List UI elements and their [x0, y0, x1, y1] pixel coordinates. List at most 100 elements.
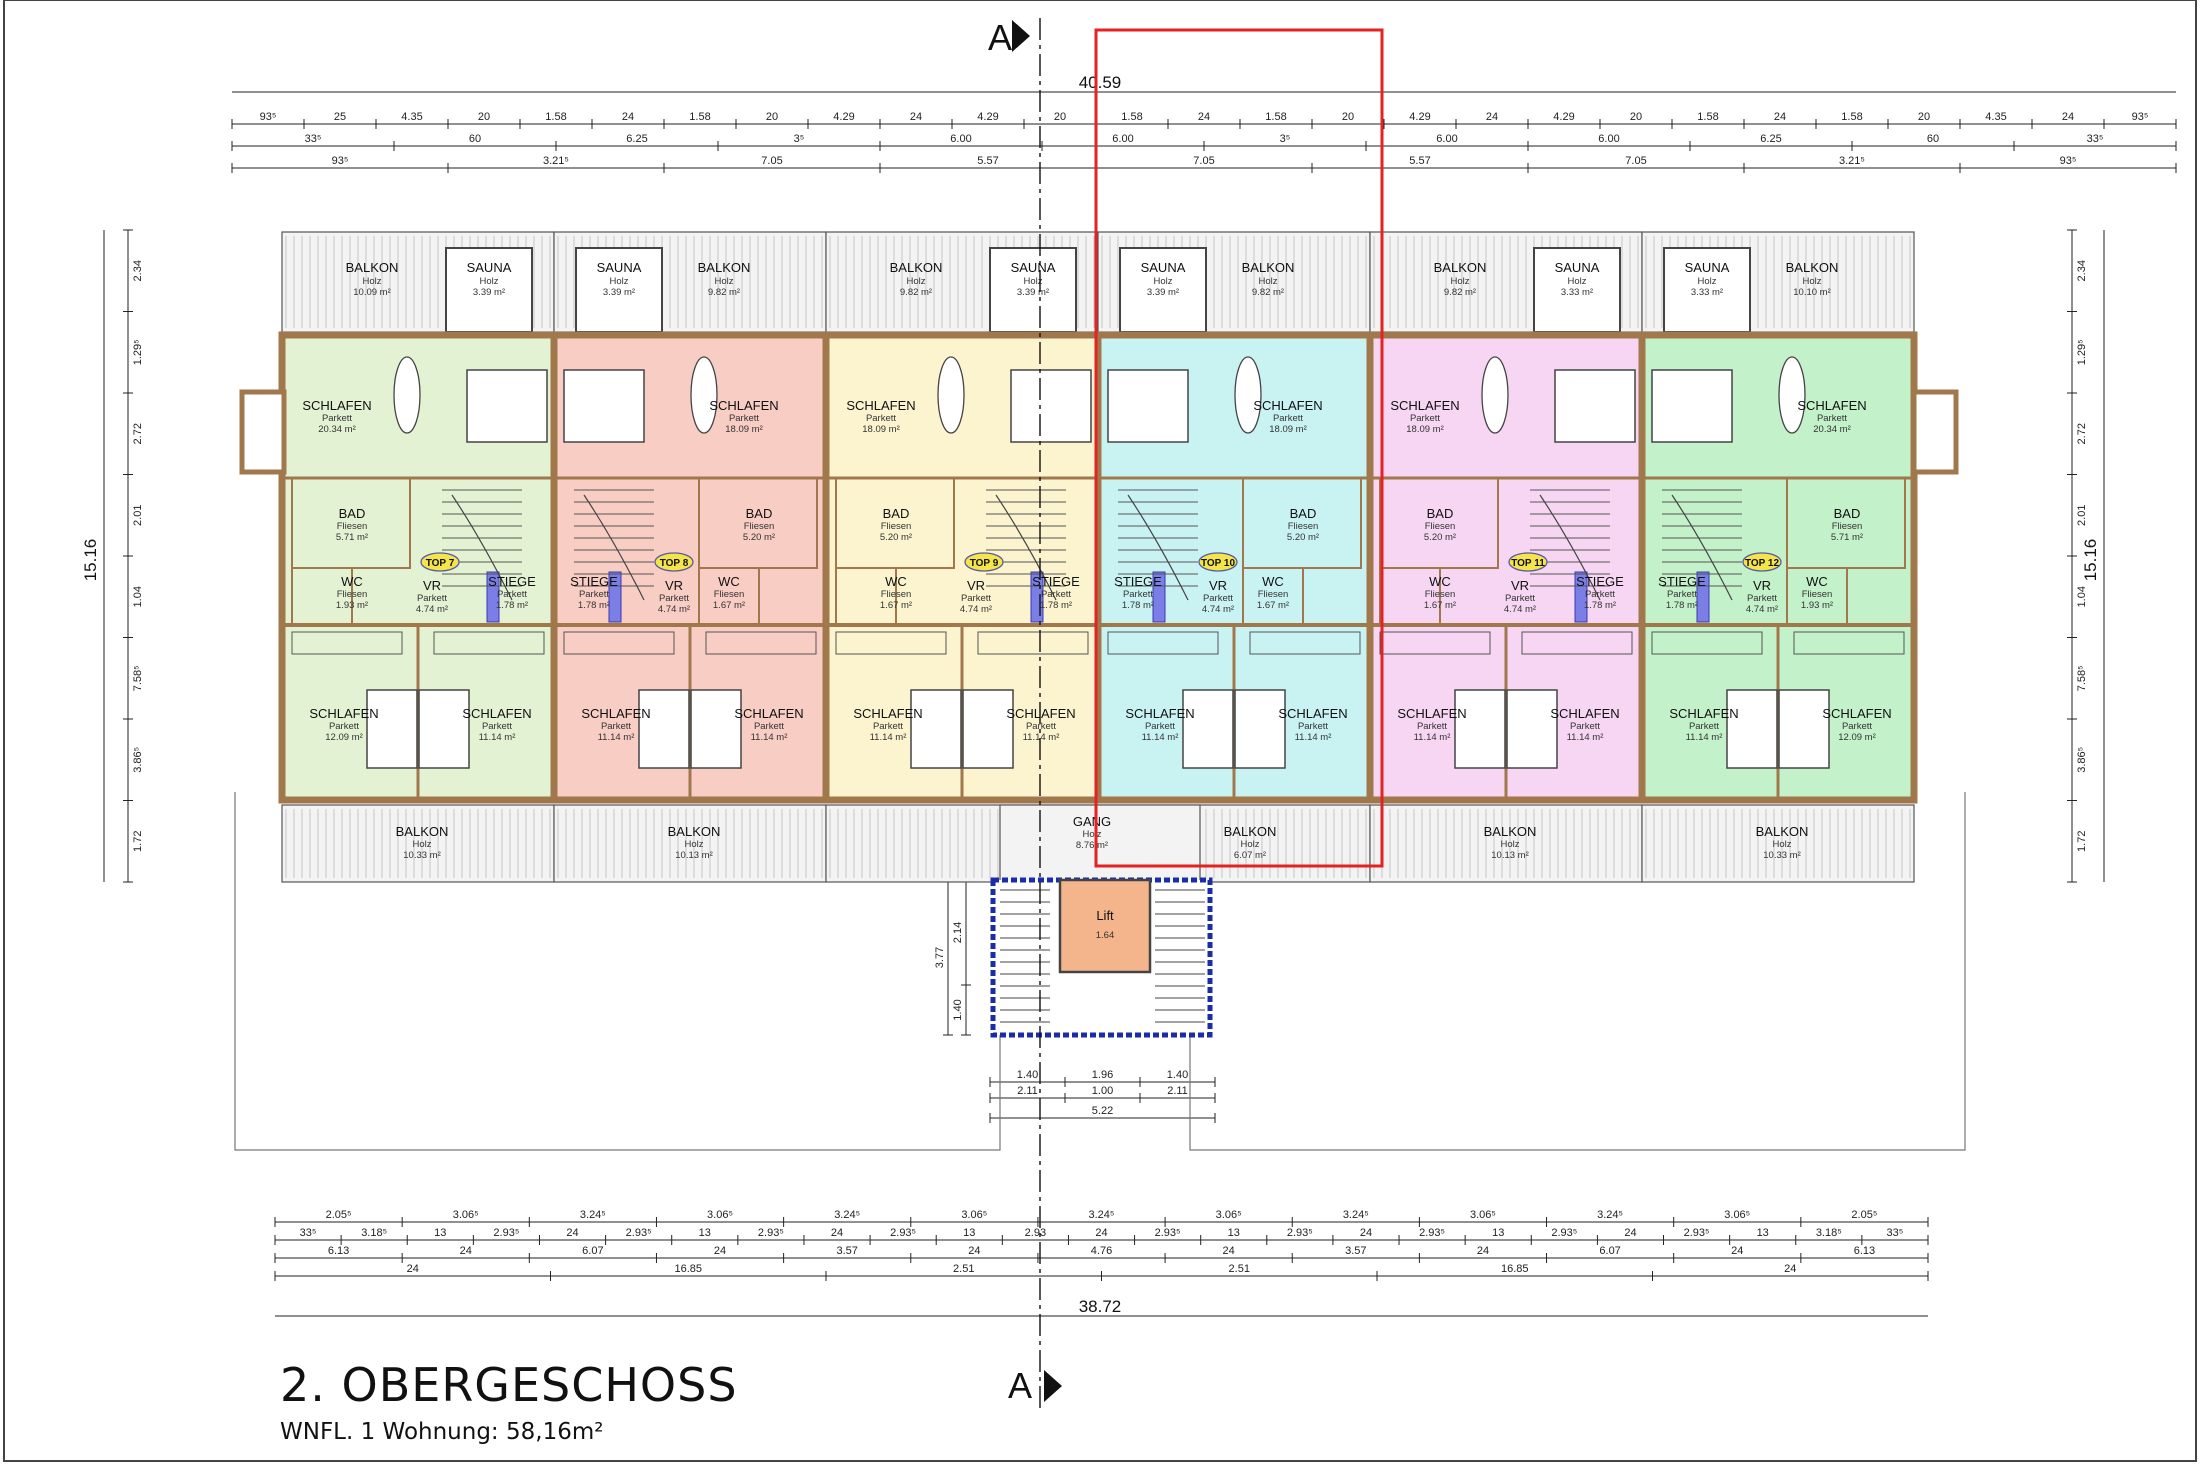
dim-stair-row2-label: 2.11: [1017, 1085, 1038, 1097]
dim-top-row1-label: 93⁵: [2132, 111, 2149, 123]
sauna-box: [445, 247, 533, 333]
dim-top-row1-label: 1.58: [1121, 111, 1142, 123]
dim-bottom-row2-label: 24: [1095, 1227, 1107, 1239]
dim-bottom-row1-label: 3.24⁵: [1343, 1209, 1369, 1221]
sauna-label: SAUNA: [1685, 260, 1730, 275]
dim-left-label: 1.04: [132, 586, 144, 607]
floor-title: 2. OBERGESCHOSS: [280, 1358, 738, 1412]
wc-walls: [835, 567, 897, 626]
stair-arrow: [1671, 494, 1733, 601]
bedroom-left-area: 12.09 m²: [325, 732, 363, 743]
dim-top-row1-label: 4.35: [401, 111, 422, 123]
bedroom-right-area: 12.09 m²: [1838, 732, 1876, 743]
bedroom-right-area: 11.14 m²: [1567, 732, 1604, 743]
hallway-material: Parkett: [961, 593, 991, 604]
balcony-top-material: Holz: [1450, 276, 1469, 287]
wardrobe: [1793, 631, 1905, 655]
bed: [1454, 689, 1506, 769]
hallway-area: 4.74 m²: [658, 604, 690, 615]
wardrobe: [1651, 631, 1763, 655]
bedroom-right-label: SCHLAFEN: [1822, 706, 1891, 721]
balcony-top-label: BALKON: [698, 260, 751, 275]
dim-top-row1-label: 20: [766, 111, 778, 123]
wc-label: WC: [885, 574, 907, 589]
dim-bottom-row3-label: 6.13: [1854, 1245, 1875, 1257]
top-badge: [654, 552, 694, 572]
sauna-label: SAUNA: [1141, 260, 1186, 275]
stair-room-area: 1.78 m²: [1040, 600, 1072, 611]
bathroom-area: 5.71 m²: [336, 532, 368, 543]
wc-label: WC: [1806, 574, 1828, 589]
section-arrow-bottom: [1044, 1370, 1062, 1402]
dim-bottom-row1-label: 3.06⁵: [707, 1209, 733, 1221]
bathroom-label: BAD: [339, 506, 366, 521]
dim-top-row3-label: 93⁵: [332, 155, 349, 167]
top-badge-label: TOP 11: [1511, 558, 1545, 569]
sauna-box: [1119, 247, 1207, 333]
wc-label: WC: [341, 574, 363, 589]
dim-right-label: 1.04: [2076, 586, 2088, 607]
dim-top-row1-label: 1.58: [1841, 111, 1862, 123]
stair-room-material: Parkett: [497, 589, 527, 600]
bed: [1506, 689, 1558, 769]
blue-partition: [486, 571, 500, 623]
dim-stair-left3-label: 1.40: [952, 999, 964, 1020]
dim-top-row3-label: 7.05: [1625, 155, 1646, 167]
wardrobe: [1379, 631, 1491, 655]
dim-bottom-row2-label: 3.18⁵: [1816, 1227, 1842, 1239]
dim-bottom-row3-label: 24: [1223, 1245, 1235, 1257]
bathroom-material: Fliesen: [881, 521, 912, 532]
dim-bottom-row2-label: 2.93⁵: [890, 1227, 916, 1239]
balcony-bottom-area: 10.13 m²: [1491, 850, 1529, 861]
dim-bottom-row3-label: 6.13: [328, 1245, 349, 1257]
hallway-material: Parkett: [1505, 593, 1535, 604]
wc-area: 1.93 m²: [336, 600, 368, 611]
dim-left-label: 1.72: [132, 831, 144, 852]
bed: [1010, 369, 1092, 443]
dim-bottom-row3-label: 24: [1731, 1245, 1743, 1257]
internal-stair: [574, 489, 654, 601]
dim-bottom-row3-label: 3.57: [1345, 1245, 1366, 1257]
dim-top-row1-label: 25: [334, 111, 346, 123]
wardrobe: [291, 631, 403, 655]
dim-bottom-row3-label: 24: [460, 1245, 472, 1257]
bedroom-main-label: SCHLAFEN: [1253, 398, 1322, 413]
lift-shaft: [1058, 878, 1152, 974]
section-arrow-top: [1012, 20, 1030, 52]
dim-bottom-row1-label: 3.24⁵: [580, 1209, 606, 1221]
bathroom-area: 5.20 m²: [1287, 532, 1319, 543]
balcony-bottom-label: BALKON: [1484, 824, 1537, 839]
sauna-label: SAUNA: [1011, 260, 1056, 275]
top-badge-label: TOP 7: [426, 558, 455, 569]
balcony-top-material: Holz: [362, 276, 381, 287]
dim-right-overall-label: 15.16: [2081, 539, 2100, 582]
blue-partition: [1696, 571, 1710, 623]
stair-room-area: 1.78 m²: [1122, 600, 1154, 611]
dim-top-row3-label: 3.21⁵: [543, 155, 569, 167]
dim-bottom-row3-label: 24: [968, 1245, 980, 1257]
dim-right-label: 3.86⁵: [2076, 747, 2088, 773]
bedroom-left-area: 11.14 m²: [1142, 732, 1179, 743]
balcony-top-area: 9.82 m²: [708, 287, 740, 298]
bedroom-left-area: 11.14 m²: [598, 732, 635, 743]
stair-room-material: Parkett: [1585, 589, 1615, 600]
dim-top-row3-label: 3.21⁵: [1839, 155, 1865, 167]
dim-top-row1-label: 24: [1774, 111, 1786, 123]
hallway-label: VR: [1753, 578, 1771, 593]
wc-material: Fliesen: [714, 589, 745, 600]
bedroom-main-area: 18.09 m²: [1406, 424, 1444, 435]
hallway-material: Parkett: [1747, 593, 1777, 604]
bedroom-right-material: Parkett: [1842, 721, 1872, 732]
dim-top-row2-label: 6.25: [1760, 133, 1781, 145]
lift-label: Lift: [1096, 908, 1114, 923]
bedroom-main-label: SCHLAFEN: [709, 398, 778, 413]
wc-walls: [1786, 567, 1848, 626]
bedroom-left-area: 11.14 m²: [1414, 732, 1451, 743]
bedroom-right-area: 11.14 m²: [751, 732, 788, 743]
sauna-area: 3.39 m²: [473, 287, 505, 298]
stair-room-label: STIEGE: [1576, 574, 1624, 589]
stair-arrow: [1539, 494, 1601, 601]
balcony-bottom-material: Holz: [1240, 839, 1259, 850]
bay-window-right: [1911, 389, 1959, 475]
